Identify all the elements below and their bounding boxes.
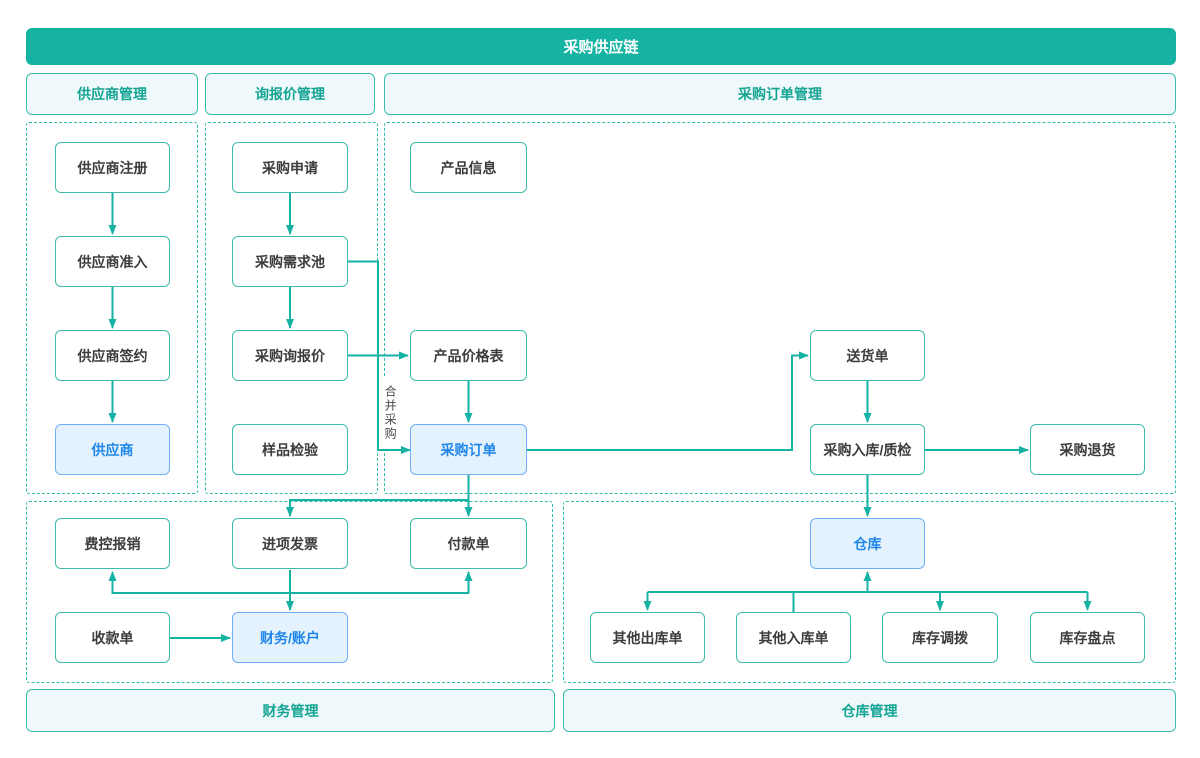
node-supplier-register: 供应商注册 [55,142,170,193]
section-header-purchase-order-management: 采购订单管理 [384,73,1176,115]
node-price-list: 产品价格表 [410,330,527,381]
node-sample-inspection: 样品检验 [232,424,348,475]
node-other-inbound: 其他入库单 [736,612,851,663]
node-supplier-access: 供应商准入 [55,236,170,287]
section-header-label: 询报价管理 [255,86,325,102]
node-purchase-inquiry: 采购询报价 [232,330,348,381]
section-header-supplier-management: 供应商管理 [26,73,198,115]
node-product-info: 产品信息 [410,142,527,193]
node-inbound-qc: 采购入库/质检 [810,424,925,475]
node-purchase-order: 采购订单 [410,424,527,475]
section-frame-warehouse [563,501,1176,683]
edge-label-merge-purchase: 合并采购 [382,377,398,449]
diagram-title-banner: 采购供应链 [26,28,1176,65]
section-banner-warehouse-management: 仓库管理 [563,689,1176,732]
section-frame-supplier [26,122,198,494]
node-demand-pool: 采购需求池 [232,236,348,287]
node-other-outbound: 其他出库单 [590,612,705,663]
node-input-invoice: 进项发票 [232,518,348,569]
node-stock-transfer: 库存调拨 [882,612,998,663]
node-receipt-slip: 收款单 [55,612,170,663]
node-delivery-note: 送货单 [810,330,925,381]
node-payment-slip: 付款单 [410,518,527,569]
node-warehouse: 仓库 [810,518,925,569]
node-purchase-request: 采购申请 [232,142,348,193]
section-banner-label: 财务管理 [262,702,319,719]
section-banner-label: 仓库管理 [841,702,898,719]
node-finance-account: 财务/账户 [232,612,348,663]
section-banner-finance-management: 财务管理 [26,689,555,732]
node-expense-report: 费控报销 [55,518,170,569]
section-header-label: 供应商管理 [77,86,147,102]
node-supplier-sign: 供应商签约 [55,330,170,381]
node-purchase-return: 采购退货 [1030,424,1145,475]
section-header-inquiry-management: 询报价管理 [205,73,375,115]
diagram-title: 采购供应链 [563,39,639,56]
section-header-label: 采购订单管理 [738,86,822,102]
node-supplier: 供应商 [55,424,170,475]
node-stock-count: 库存盘点 [1030,612,1145,663]
